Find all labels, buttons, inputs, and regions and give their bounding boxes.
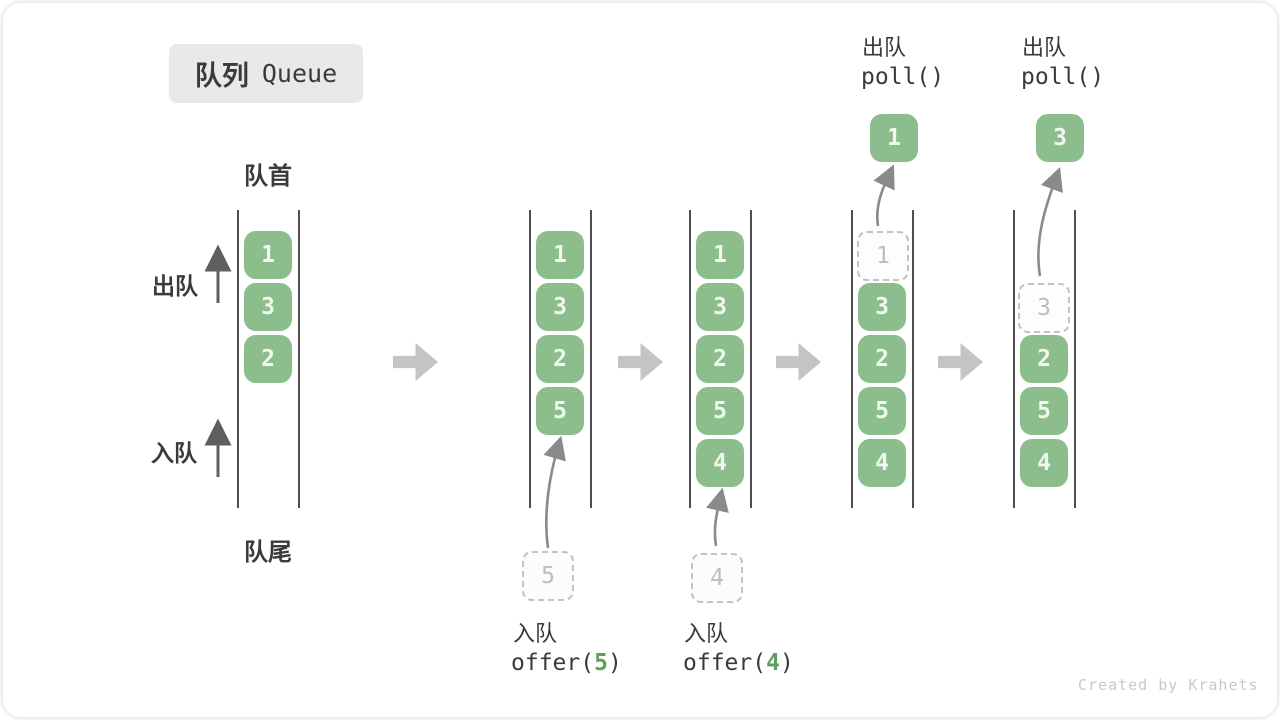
queue3-code: offer(4) <box>683 650 794 676</box>
code-text: offer( <box>511 650 595 676</box>
code-text: ) <box>779 650 794 676</box>
queue3-item: 2 <box>696 335 744 383</box>
queue2-incoming-box: 5 <box>522 551 574 601</box>
queue4-right-wall <box>912 210 914 508</box>
queue5-caption: 出队 <box>1022 35 1067 60</box>
queue4-left-wall <box>851 210 853 508</box>
queue5-item: 4 <box>1020 439 1068 487</box>
title-chinese: 队列 <box>194 61 249 91</box>
rear-label: 队尾 <box>244 539 292 566</box>
queue3-item: 4 <box>696 439 744 487</box>
queue1-item: 1 <box>244 231 292 279</box>
title-english: Queue <box>261 59 338 88</box>
dequeue-label: 出队 <box>152 273 198 299</box>
queue3-caption: 入队 <box>684 621 729 646</box>
queue3-right-wall <box>750 210 752 508</box>
watermark: Created by Krahets <box>1078 676 1259 694</box>
queue2-left-wall <box>529 210 531 508</box>
queue4-item: 3 <box>858 283 906 331</box>
queue5-removed-box: 3 <box>1018 283 1070 333</box>
queue2-caption: 入队 <box>513 621 558 646</box>
queue4-item: 2 <box>858 335 906 383</box>
queue4-popped-block: 1 <box>870 114 918 162</box>
title-badge: 队列 Queue <box>169 44 363 103</box>
queue4-item: 4 <box>858 439 906 487</box>
queue1-item: 3 <box>244 283 292 331</box>
queue5-code: poll() <box>1021 64 1105 90</box>
queue3-item: 1 <box>696 231 744 279</box>
queue5-left-wall <box>1013 210 1015 508</box>
queue5-item: 2 <box>1020 335 1068 383</box>
queue3-left-wall <box>689 210 691 508</box>
queue2-item: 1 <box>536 231 584 279</box>
queue4-code: poll() <box>861 64 945 90</box>
queue4-caption: 出队 <box>862 35 907 60</box>
queue1-item: 2 <box>244 335 292 383</box>
code-arg: 5 <box>594 650 608 676</box>
queue2-item: 2 <box>536 335 584 383</box>
queue1-left-wall <box>237 210 239 508</box>
front-label: 队首 <box>244 163 292 190</box>
queue2-item: 3 <box>536 283 584 331</box>
queue5-item: 5 <box>1020 387 1068 435</box>
queue4-item: 5 <box>858 387 906 435</box>
queue3-item: 5 <box>696 387 744 435</box>
queue2-item: 5 <box>536 387 584 435</box>
queue1-right-wall <box>298 210 300 508</box>
queue3-incoming-box: 4 <box>691 553 743 603</box>
queue4-removed-box: 1 <box>857 231 909 281</box>
code-text: offer( <box>683 650 767 676</box>
enqueue-label: 入队 <box>151 440 197 466</box>
queue2-right-wall <box>590 210 592 508</box>
queue5-popped-block: 3 <box>1036 114 1084 162</box>
code-text: ) <box>607 650 622 676</box>
queue5-right-wall <box>1074 210 1076 508</box>
queue3-item: 3 <box>696 283 744 331</box>
queue2-code: offer(5) <box>511 650 622 676</box>
code-arg: 4 <box>766 650 780 676</box>
